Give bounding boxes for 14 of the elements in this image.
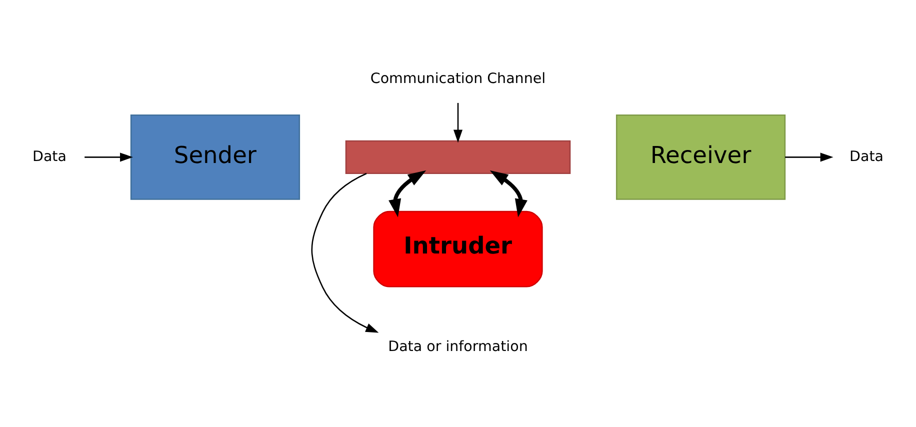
arrow: [453, 102, 463, 143]
node-text: Data: [32, 148, 66, 165]
arrow: [84, 152, 133, 162]
node-box: Intruder: [373, 210, 543, 288]
node-text: Data: [850, 148, 884, 165]
node-text: Data or information: [388, 339, 528, 356]
node-text: Communication Channel: [370, 71, 546, 88]
node-box: Receiver: [616, 114, 786, 200]
node-bar: [345, 140, 571, 174]
arrow: [490, 170, 528, 218]
arrow: [785, 152, 834, 162]
arrow: [311, 172, 379, 333]
node-box: Sender: [130, 114, 300, 200]
arrow: [388, 170, 426, 218]
